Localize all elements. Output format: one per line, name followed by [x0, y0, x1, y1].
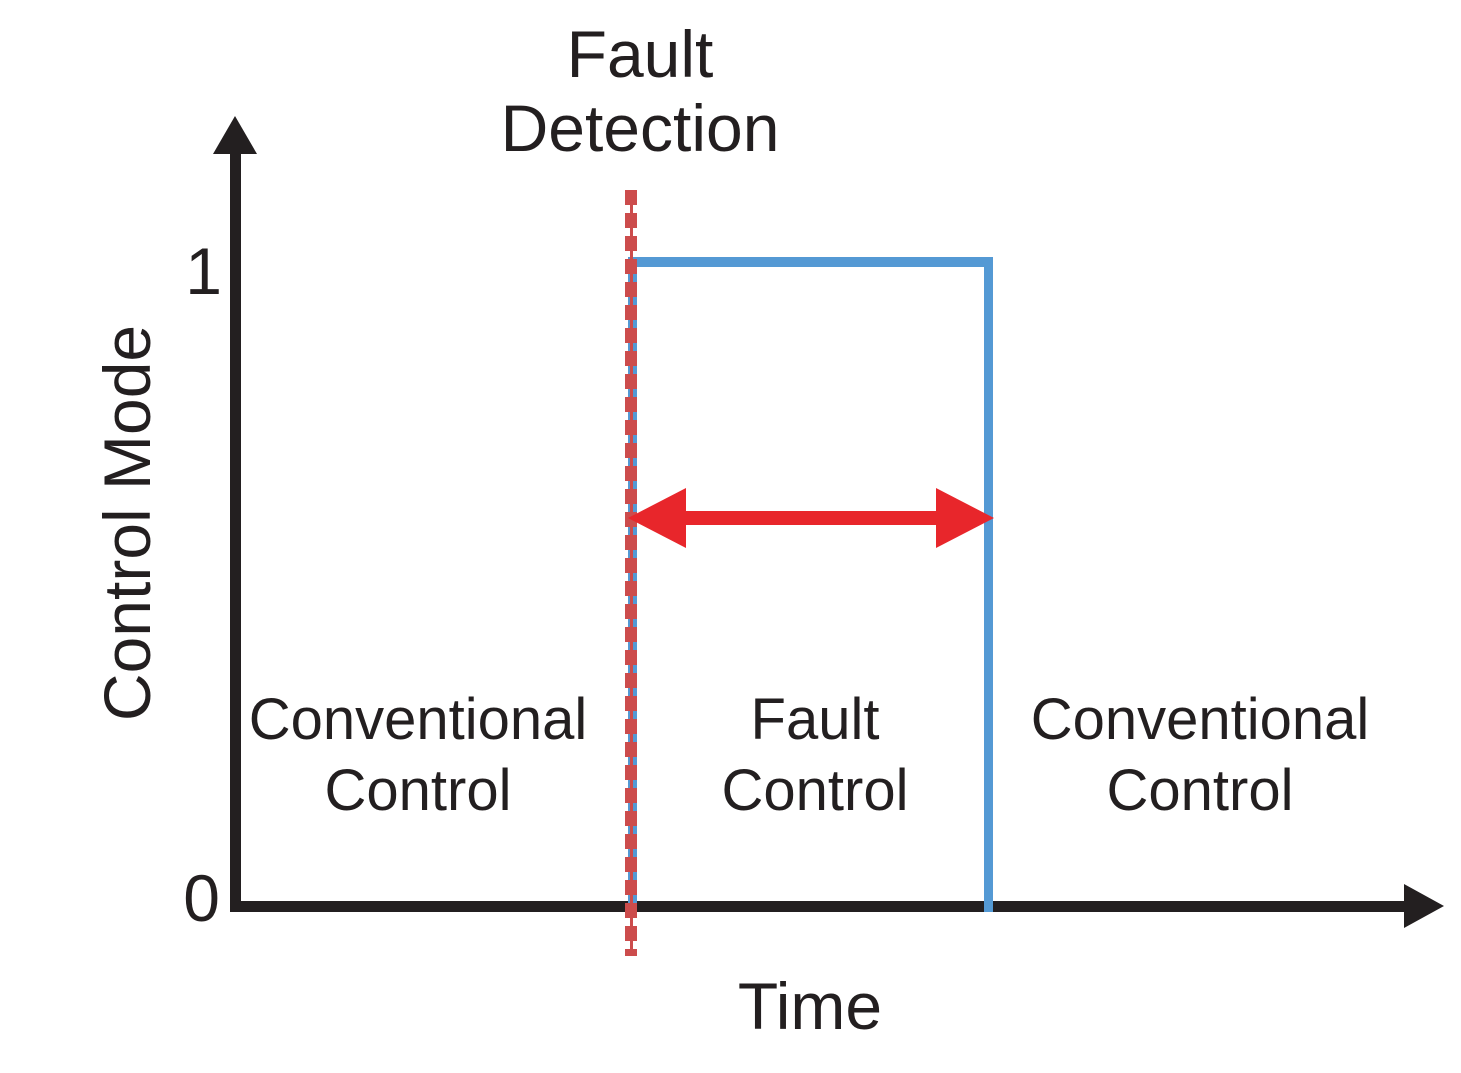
x-axis-arrow-icon [1404, 884, 1444, 928]
region-mid-line2: Control [721, 757, 909, 823]
control-mode-step-falling-edge [984, 257, 993, 912]
region-mid-line1: Fault [750, 687, 880, 752]
fault-duration-double-arrow [628, 480, 994, 556]
y-axis-label: Control Mode [90, 324, 165, 722]
arrow-shaft [670, 511, 952, 525]
y-axis-tick-0: 0 [183, 861, 220, 935]
arrow-head-right-icon [936, 488, 994, 548]
fault-detection-dotted-line [625, 190, 637, 956]
y-axis-tick-1: 1 [185, 234, 222, 308]
region-right-line1: Conventional [1030, 687, 1370, 752]
region-left-line2: Control [324, 757, 512, 823]
x-axis-label: Time [737, 969, 883, 1043]
fault-detection-title-line2: Detection [500, 90, 780, 165]
region-left-line1: Conventional [248, 687, 588, 752]
y-axis-line [230, 146, 241, 912]
x-axis-line [230, 901, 1412, 912]
y-axis-arrow-icon [213, 116, 257, 154]
fault-detection-title-line1: Fault [566, 17, 714, 91]
region-right-line2: Control [1106, 757, 1294, 823]
control-mode-step-top-segment [628, 257, 993, 267]
